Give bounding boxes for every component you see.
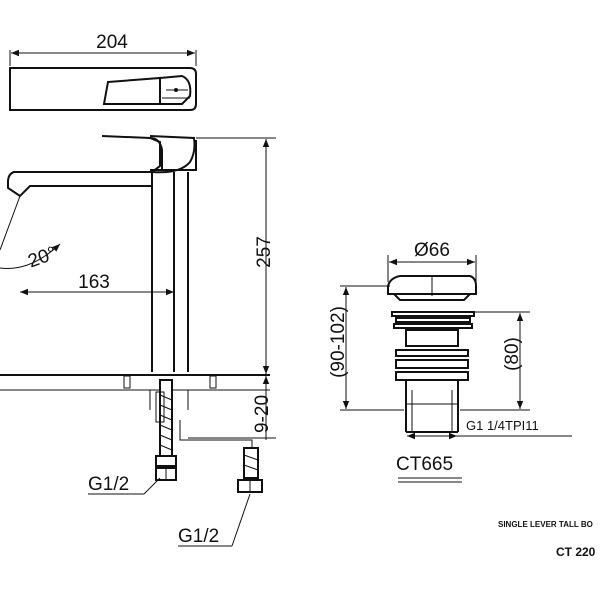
hose-left — [155, 379, 177, 481]
faucet-front-view — [0, 135, 270, 410]
dim-height: 257 — [196, 137, 276, 374]
title-block: SINGLE LEVER TALL BO CT 220 — [498, 520, 596, 559]
dim-thread: G1 1/4TPI11 — [407, 418, 572, 440]
dim-height-label: 257 — [254, 236, 275, 268]
dim-range-label: (90-102) — [328, 306, 349, 378]
dim-reach-label: 163 — [78, 272, 110, 293]
title-description: SINGLE LEVER TALL BO — [498, 520, 593, 529]
dim-body-label: (80) — [502, 337, 523, 371]
dim-mount: 9-20 — [188, 376, 276, 440]
dim-body: (80) — [460, 311, 530, 411]
dim-angle-label: 20° — [25, 243, 59, 273]
waste-drawing — [387, 275, 477, 433]
thread-right-label: G1/2 — [178, 526, 219, 547]
dim-angle: 20° — [0, 243, 61, 273]
dim-range: (90-102) — [328, 285, 404, 411]
dim-width-label: 204 — [96, 32, 128, 53]
dim-width: 204 — [9, 32, 197, 66]
faucet-top-view — [9, 67, 197, 111]
dim-mount-label: 9-20 — [252, 395, 273, 433]
dim-diameter: Ø66 — [387, 240, 477, 282]
dim-reach: 163 — [20, 272, 174, 296]
thread-callout-left: G1/2 — [88, 474, 161, 495]
hose-right — [179, 420, 263, 493]
part-code: CT665 — [396, 454, 462, 483]
dim-diameter-label: Ø66 — [414, 240, 450, 261]
title-model: CT 220 — [556, 545, 596, 559]
part-code-label: CT665 — [396, 454, 453, 475]
thread-callout-right: G1/2 — [178, 493, 251, 547]
thread-label: G1 1/4TPI11 — [466, 418, 539, 433]
thread-left-label: G1/2 — [88, 474, 129, 495]
